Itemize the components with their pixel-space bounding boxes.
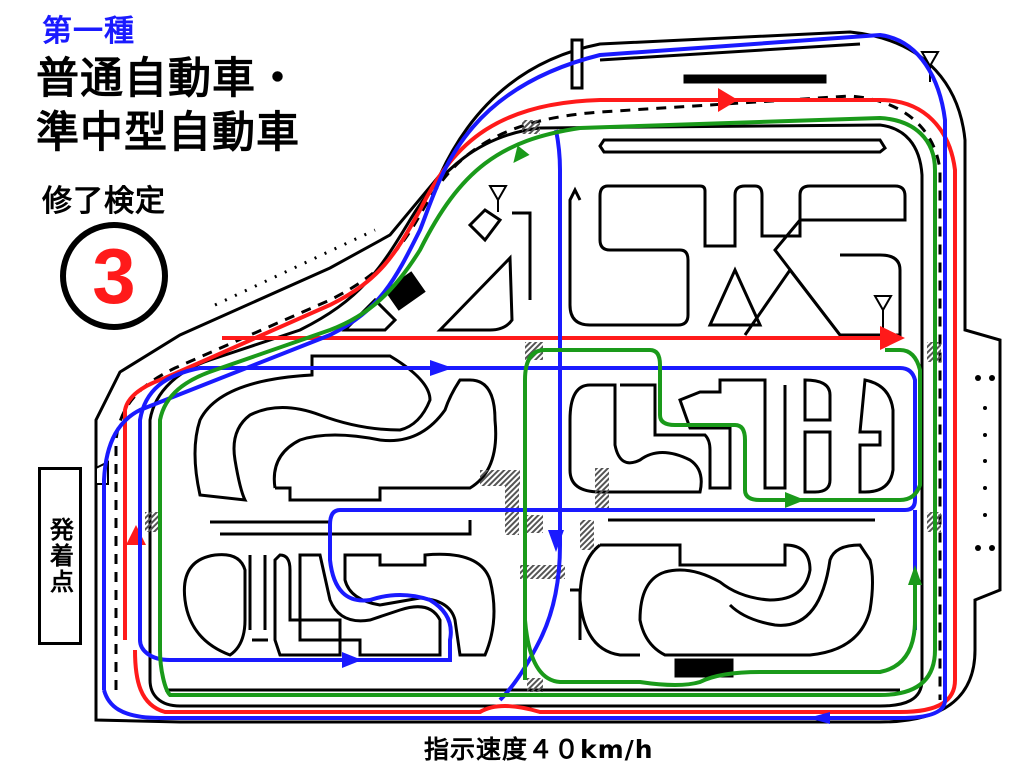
blue-route-arrows	[342, 360, 830, 724]
speed-instruction: 指示速度４０km/h	[424, 735, 654, 764]
dotted-edge	[214, 228, 376, 307]
license-category: 第一種	[42, 14, 135, 49]
route-number-badge: 3	[60, 222, 168, 330]
blue-route	[102, 32, 947, 720]
route-number: 3	[92, 232, 136, 320]
crank-right	[568, 378, 895, 494]
vehicle-types: 普通自動車・ 準中型自動車	[36, 52, 300, 160]
crank-blocks	[568, 184, 907, 337]
lower-left-blocks	[182, 520, 582, 657]
s-curve-left	[193, 354, 498, 502]
green-route	[158, 115, 937, 697]
green-route-arrows	[513, 145, 922, 585]
start-point-label: 発着点	[45, 517, 74, 595]
shoulder-dots	[975, 375, 995, 551]
s-curve-right	[578, 518, 875, 678]
vehicle-type-1: 普通自動車・	[36, 54, 300, 104]
outer-lane-dashed	[114, 94, 942, 700]
start-point: 発着点	[38, 467, 82, 645]
top-median	[598, 42, 887, 154]
upper-left-blocks	[341, 208, 532, 332]
vehicle-type-2: 準中型自動車	[36, 108, 300, 158]
exam-type: 修了検定	[42, 184, 166, 219]
